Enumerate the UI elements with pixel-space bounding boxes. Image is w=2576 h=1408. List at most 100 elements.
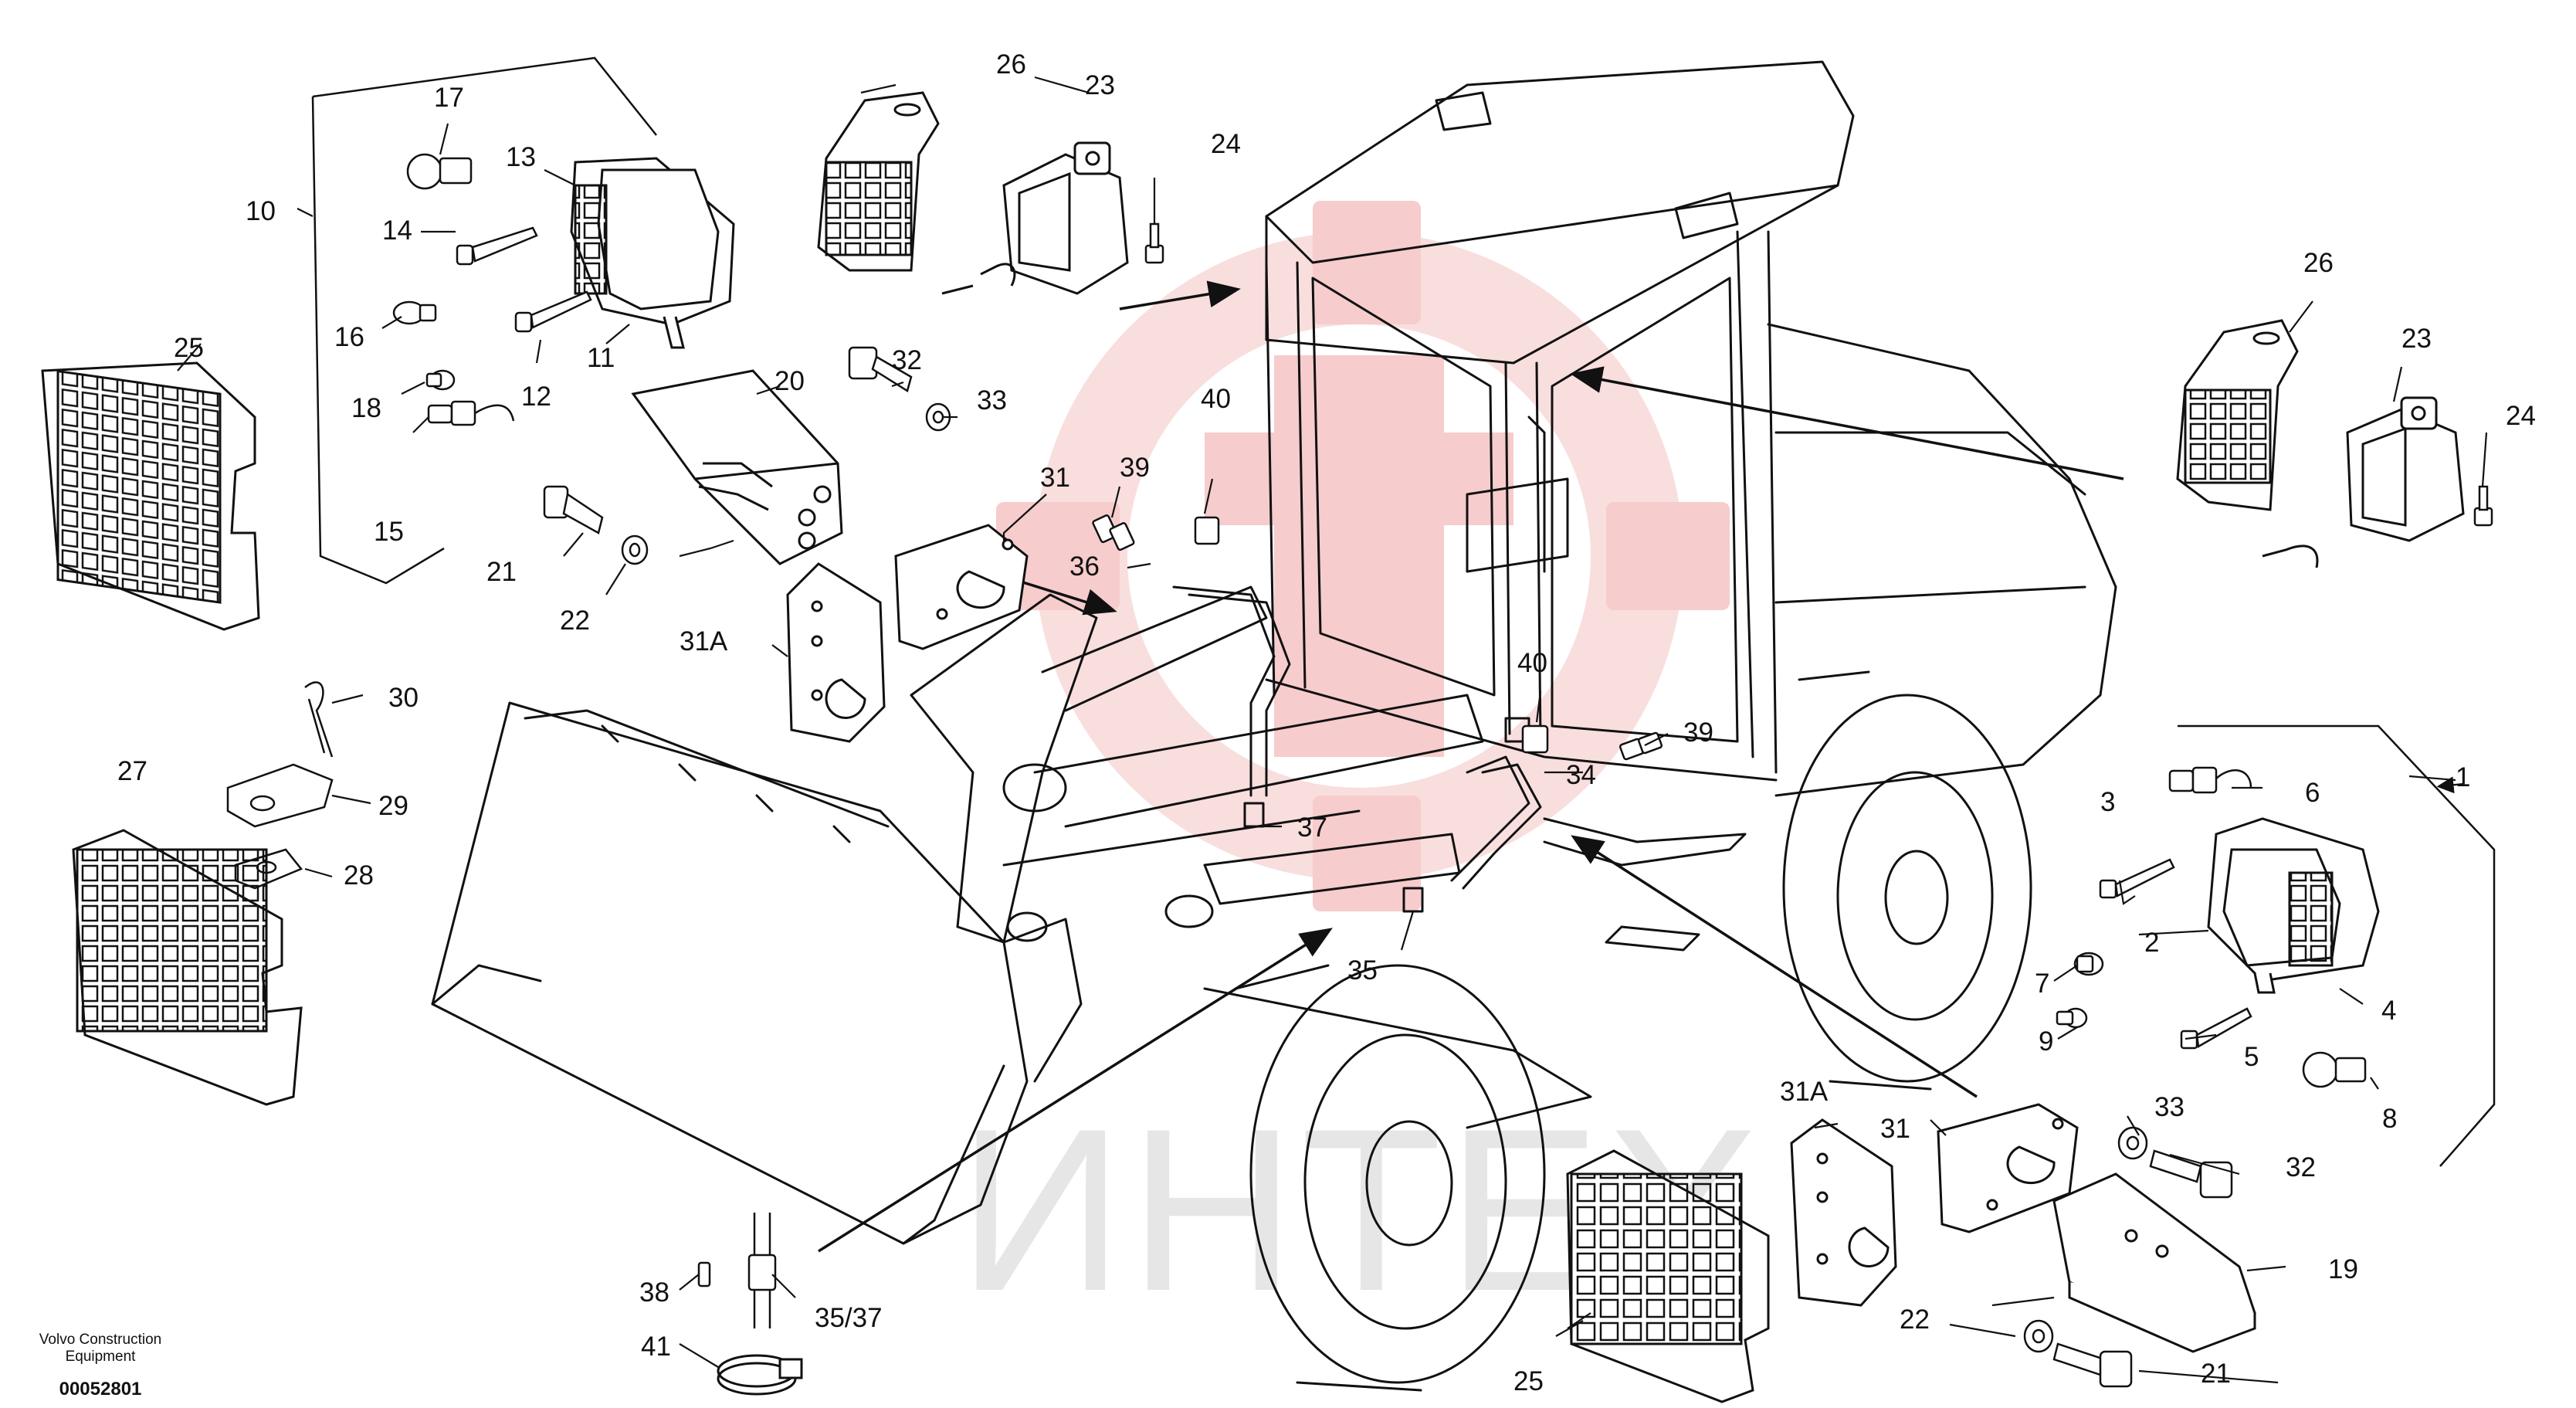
callout-15: 15	[374, 517, 404, 547]
callout-33-upper: 33	[977, 385, 1007, 416]
callout-20: 20	[774, 366, 805, 396]
brand-footer: Volvo Construction Equipment 00052801	[39, 1332, 161, 1400]
callout-10: 10	[246, 196, 276, 226]
plate-31-right	[1937, 1103, 2079, 1233]
bulb-9	[2056, 1007, 2088, 1029]
lampholder-7	[2073, 952, 2104, 976]
fitting-38	[697, 1261, 711, 1288]
bracket-20	[631, 369, 843, 565]
callout-39-mid: 39	[1683, 718, 1713, 748]
lampholder-15	[427, 400, 515, 426]
callout-41: 41	[641, 1332, 671, 1362]
lampholder-6	[2168, 766, 2252, 794]
callout-33-right: 33	[2154, 1092, 2185, 1122]
callout-3: 3	[2100, 787, 2115, 817]
screw-24-right	[2473, 485, 2493, 527]
work-light-2	[2207, 817, 2380, 994]
callout-labels: 1 2 3 4 5 6 7 8 9 10 11 12 13 14 15 16 1…	[117, 49, 2536, 1396]
callout-25-right: 25	[1513, 1366, 1544, 1396]
callout-9: 9	[2039, 1026, 2053, 1057]
callout-40-upper: 40	[1201, 384, 1231, 414]
callout-31-left: 31	[1040, 463, 1070, 493]
callout-40-mid: 40	[1517, 648, 1547, 678]
lampholder-16	[392, 300, 437, 325]
clip-30	[304, 681, 334, 758]
callout-22-left: 22	[560, 606, 590, 636]
callout-31-right: 31	[1880, 1114, 1910, 1144]
callout-leaders	[177, 76, 2488, 1384]
bracket-26-right	[2176, 319, 2299, 511]
callout-23-upper: 23	[1085, 70, 1115, 100]
screw-5	[2180, 1007, 2252, 1050]
bracket-group-10	[311, 56, 657, 585]
cap-40-upper	[1194, 516, 1220, 545]
work-light-13	[570, 157, 735, 349]
clamp-41	[717, 1354, 803, 1396]
callout-8: 8	[2382, 1104, 2397, 1134]
callout-19: 19	[2328, 1254, 2358, 1284]
bolt-32-right	[2149, 1149, 2233, 1199]
callout-24-upper: 24	[1211, 129, 1241, 159]
callout-22-right: 22	[1900, 1305, 1930, 1335]
callout-26-right: 26	[2303, 248, 2334, 278]
callout-21-right: 21	[2201, 1359, 2231, 1389]
work-light-23-upper	[941, 141, 1129, 295]
work-light-23-right	[2262, 396, 2465, 568]
callout-34: 34	[1566, 760, 1596, 790]
plate-31A-left	[786, 562, 886, 743]
callout-7: 7	[2035, 969, 2049, 999]
screw-12	[514, 290, 592, 333]
bracket-19	[2052, 1172, 2256, 1353]
callout-26-upper: 26	[996, 49, 1026, 80]
callout-21-left: 21	[486, 557, 517, 587]
callout-6: 6	[2305, 778, 2320, 808]
bolt-21-right	[2052, 1342, 2133, 1388]
watermark-logo	[996, 201, 1730, 911]
callout-24-right: 24	[2506, 401, 2536, 431]
callout-17: 17	[434, 83, 464, 113]
plate-31A-right	[1790, 1118, 1897, 1307]
callout-31A-right: 31A	[1780, 1077, 1829, 1107]
brand-line-1: Volvo Construction	[39, 1332, 161, 1348]
hose-fitting-35-37	[747, 1213, 777, 1328]
bulb-18	[425, 369, 456, 391]
callout-31A-left: 31A	[680, 626, 728, 657]
washer-33-right	[2117, 1126, 2148, 1160]
reference-arrows	[818, 280, 2124, 1253]
washer-22-left	[621, 534, 649, 565]
plate-29	[226, 763, 334, 828]
callout-29: 29	[378, 791, 408, 821]
callout-36: 36	[1069, 551, 1100, 582]
callout-30: 30	[388, 683, 419, 713]
screw-24-upper	[1144, 222, 1164, 264]
screw-3	[2099, 858, 2175, 899]
washer-22-right	[2023, 1319, 2054, 1353]
bracket-26-upper	[817, 91, 940, 272]
callout-27: 27	[117, 756, 147, 786]
callout-2: 2	[2144, 928, 2159, 958]
wheel-loader	[431, 60, 2117, 1392]
callout-37: 37	[1297, 813, 1327, 843]
callout-32-upper: 32	[892, 345, 922, 375]
guard-25-left	[41, 361, 260, 631]
callout-18: 18	[351, 393, 381, 423]
guard-27	[72, 829, 303, 1106]
callout-13: 13	[506, 142, 536, 172]
cap-40-mid	[1521, 724, 1549, 754]
bulb-8	[2302, 1051, 2367, 1088]
bracket-group-1	[2178, 724, 2496, 1167]
screw-14	[456, 226, 538, 266]
callout-5: 5	[2244, 1042, 2259, 1072]
guard-25-right	[1566, 1149, 1770, 1403]
callout-32-right: 32	[2286, 1152, 2316, 1182]
bolt-21-left	[543, 485, 604, 534]
callout-25-left: 25	[174, 333, 204, 363]
callout-11: 11	[587, 343, 615, 373]
callout-39-upper: 39	[1120, 453, 1150, 483]
brand-line-2: Equipment	[66, 1349, 137, 1365]
callout-4: 4	[2381, 996, 2396, 1026]
callout-12: 12	[521, 382, 551, 412]
callout-1: 1	[2456, 762, 2470, 792]
callout-16: 16	[334, 322, 364, 352]
